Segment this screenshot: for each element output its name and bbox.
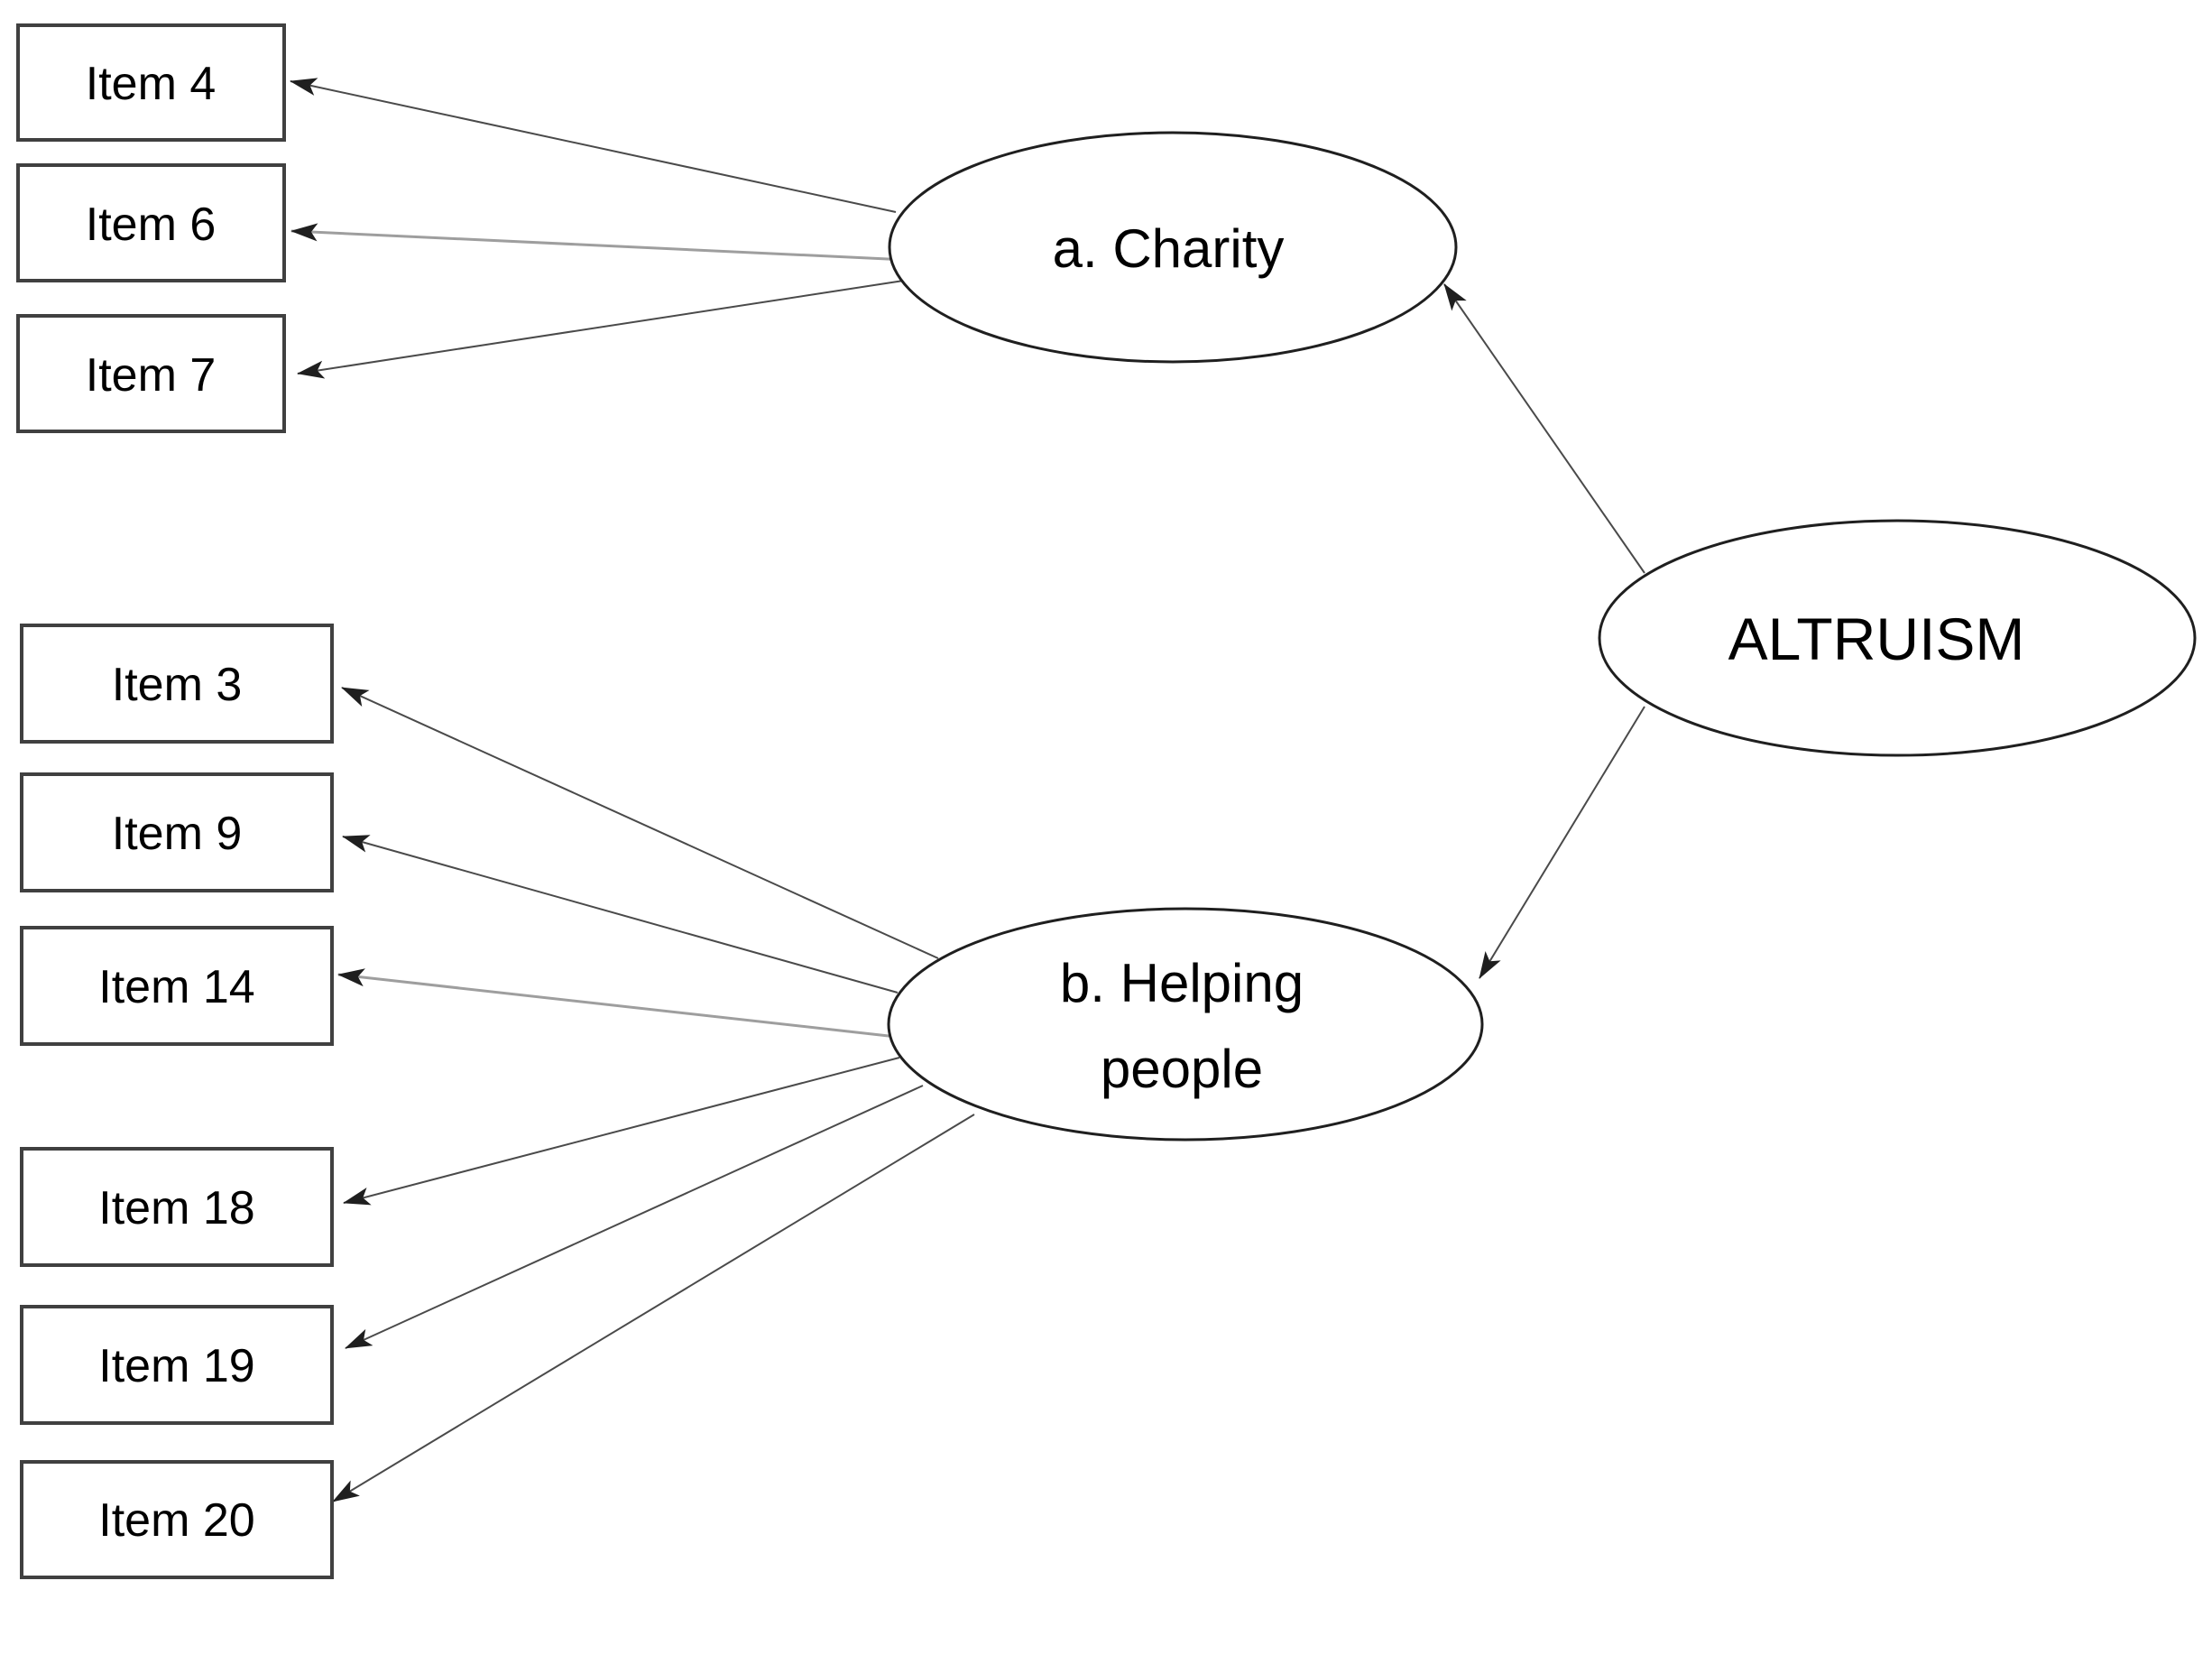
item-box-3-rect — [20, 624, 334, 744]
factor-ellipse-charity-shape — [888, 131, 1458, 364]
item-box-9-label: Item 9 — [112, 808, 243, 860]
item-box-9-rect — [20, 772, 334, 892]
latent-ellipse-altruism-label: ALTRUISM — [1728, 606, 2025, 672]
factor-ellipse-charity-label: a. Charity — [1053, 218, 1285, 279]
arrow-charity-to-item-7 — [297, 279, 910, 379]
item-box-4-rect — [16, 23, 286, 142]
arrow-helping-to-item-14 — [337, 968, 906, 1040]
item-box-7-label: Item 7 — [86, 349, 217, 402]
factor-ellipse-helping-label-line2: people — [1101, 1039, 1263, 1099]
arrow-helping-to-item-19 — [345, 1085, 924, 1349]
arrow-helping-to-item-9 — [342, 835, 899, 994]
arrow-helping-to-item-20 — [332, 1114, 975, 1502]
factor-ellipse-helping-label-line1: b. Helping — [1060, 953, 1304, 1013]
item-box-6-label: Item 6 — [86, 199, 217, 251]
arrow-helping-to-item-18 — [343, 1057, 900, 1206]
factor-ellipse-charity: a. Charity — [888, 131, 1458, 364]
item-box-7-rect — [16, 314, 286, 433]
item-box-3: Item 3 — [20, 624, 334, 744]
item-box-3-label: Item 3 — [112, 659, 243, 711]
factor-ellipse-helping-shape — [887, 907, 1484, 1142]
arrow-helping-to-item-3 — [341, 687, 939, 959]
item-box-4: Item 4 — [16, 23, 286, 142]
item-box-19: Item 19 — [20, 1305, 334, 1425]
item-box-7: Item 7 — [16, 314, 286, 433]
item-box-6-rect — [16, 163, 286, 282]
latent-ellipse-altruism-shape — [1598, 519, 2197, 757]
item-box-14: Item 14 — [20, 926, 334, 1046]
item-box-9: Item 9 — [20, 772, 334, 892]
arrow-charity-to-item-4 — [290, 78, 897, 213]
arrow-altruism-to-charity — [1443, 283, 1645, 574]
latent-ellipse-altruism: ALTRUISM — [1598, 519, 2197, 757]
item-box-18-rect — [20, 1147, 334, 1267]
item-box-6: Item 6 — [16, 163, 286, 282]
item-box-14-label: Item 14 — [98, 961, 254, 1013]
item-box-14-rect — [20, 926, 334, 1046]
item-box-19-label: Item 19 — [98, 1340, 254, 1392]
item-box-20: Item 20 — [20, 1460, 334, 1579]
arrow-altruism-to-helping — [1479, 706, 1645, 979]
item-box-4-label: Item 4 — [86, 58, 217, 110]
item-box-19-rect — [20, 1305, 334, 1425]
item-box-20-label: Item 20 — [98, 1494, 254, 1547]
item-box-18: Item 18 — [20, 1147, 334, 1267]
factor-ellipse-helping: b. Helping people — [887, 907, 1484, 1142]
item-box-20-rect — [20, 1460, 334, 1579]
arrow-charity-to-item-6 — [290, 223, 908, 262]
item-box-18-label: Item 18 — [98, 1182, 254, 1234]
